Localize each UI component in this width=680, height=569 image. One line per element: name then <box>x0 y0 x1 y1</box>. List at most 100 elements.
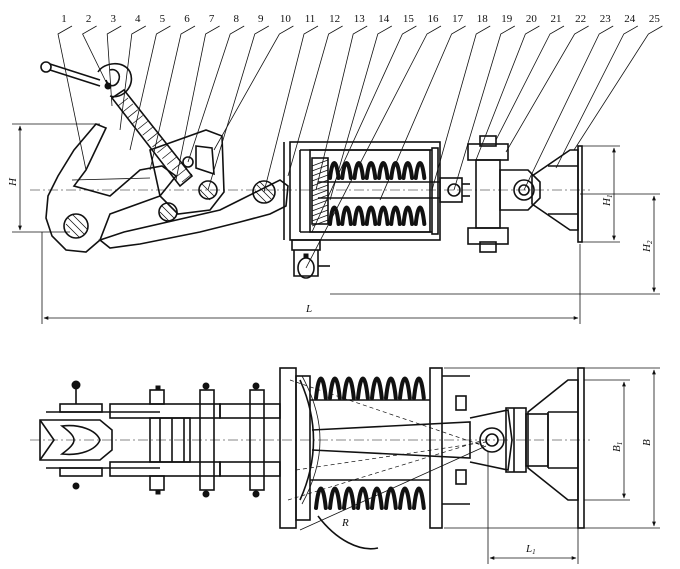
spring-coil <box>364 205 378 226</box>
callout-number: 3 <box>110 13 116 25</box>
callout-leader <box>379 25 466 201</box>
spring-coil <box>401 161 415 180</box>
spring-coil <box>398 486 412 510</box>
callout-number: 11 <box>305 13 316 25</box>
callout-number: 4 <box>135 13 141 25</box>
spring-coil <box>389 205 402 226</box>
callout-number: 9 <box>258 13 264 25</box>
callout-number: 6 <box>184 13 190 25</box>
dimension-B-label: B <box>641 439 653 446</box>
callout-leader <box>287 25 343 177</box>
dimension-H-label: H <box>7 177 19 187</box>
dimension-H2-label: H2 <box>641 240 654 253</box>
spring-coil <box>328 486 342 510</box>
spring-coil <box>370 376 384 400</box>
trigger-plate <box>149 129 225 223</box>
callout-number: 24 <box>624 13 636 25</box>
dimension-H1-label: H1 <box>601 195 614 207</box>
callout-leader <box>495 25 565 141</box>
release-handle <box>40 61 133 98</box>
clevis-yoke <box>467 135 541 253</box>
callout-leader <box>431 25 491 191</box>
callout-leader <box>305 25 442 269</box>
dimension-H: H <box>7 123 100 233</box>
spring-coil <box>398 376 412 400</box>
callout-number: 25 <box>649 13 661 25</box>
callout-number: 19 <box>501 13 513 25</box>
dimension-L1-label: L1 <box>525 543 536 556</box>
callout-leader <box>555 25 638 169</box>
hook-jaw <box>45 123 178 253</box>
hook-plan <box>39 380 160 490</box>
callout-number: 15 <box>403 13 415 25</box>
plan-view: R B1 B <box>30 367 660 564</box>
spring-coil <box>314 486 328 510</box>
anchor-plan <box>505 367 585 529</box>
spring-coil <box>412 486 426 510</box>
spring-housing <box>283 141 470 241</box>
spring-coil <box>328 376 342 400</box>
callout-number: 5 <box>160 13 166 25</box>
callout-number: 23 <box>600 13 612 25</box>
callout-leader <box>119 25 146 131</box>
callout-number: 22 <box>575 13 586 25</box>
callout-leader <box>106 25 122 107</box>
spring-coil <box>389 161 402 180</box>
spring-coil <box>377 205 390 226</box>
spring-coil <box>342 376 356 400</box>
callout-leader <box>573 25 663 151</box>
callout-number: 16 <box>428 13 440 25</box>
callout-leader <box>207 25 269 191</box>
callout-leader <box>129 25 171 151</box>
callout-leader <box>523 25 614 191</box>
callout-leader <box>315 25 368 191</box>
callout-number: 13 <box>354 13 366 25</box>
dimension-H1-H2: H1 H2 <box>330 145 660 295</box>
spring-coil <box>377 161 390 180</box>
callout-leader <box>505 25 589 153</box>
callout-leader <box>213 25 294 151</box>
callout-leader <box>187 25 245 163</box>
dimension-R-label: R <box>341 517 349 529</box>
spring-coil <box>401 205 415 226</box>
spring-coil <box>384 486 398 510</box>
callout-leader <box>82 25 109 87</box>
dimension-L-label: L <box>305 303 312 315</box>
spring-coil <box>356 376 370 400</box>
callout-number: 10 <box>280 13 292 25</box>
callout-number: 1 <box>61 13 67 25</box>
spring-housing-plan: R <box>279 367 513 550</box>
dimension-L1: L1 <box>487 452 579 564</box>
callout-leader <box>311 25 417 233</box>
callout-leader <box>475 25 540 161</box>
callout-leader <box>329 25 392 201</box>
spring-coil <box>370 486 384 510</box>
spring-coil <box>340 205 353 226</box>
callout-leader <box>57 25 87 171</box>
spring-hanger <box>291 239 330 279</box>
spring-coil <box>413 161 427 180</box>
spring-coil <box>384 376 398 400</box>
callout-leader <box>263 25 319 193</box>
spring-coil <box>342 486 356 510</box>
callout-leader <box>175 25 220 181</box>
spring-coil <box>328 161 341 180</box>
callout-number: 7 <box>209 13 215 25</box>
callout-number: 14 <box>378 13 390 25</box>
callout-number: 12 <box>329 13 340 25</box>
spring-coil <box>328 205 341 226</box>
callout-leader-lines <box>57 25 663 269</box>
spring-coil <box>352 205 366 226</box>
spring-coil <box>314 376 328 400</box>
callout-leader <box>453 25 515 191</box>
callout-number: 2 <box>86 13 92 25</box>
spring-coil <box>364 161 378 180</box>
side-elevation-view: H H1 H2 L <box>7 61 660 324</box>
dimension-L: L <box>41 232 581 324</box>
callout-number: 21 <box>551 13 562 25</box>
spring-coil <box>356 486 370 510</box>
spring-coil <box>352 161 366 180</box>
spring-coil <box>340 161 353 180</box>
